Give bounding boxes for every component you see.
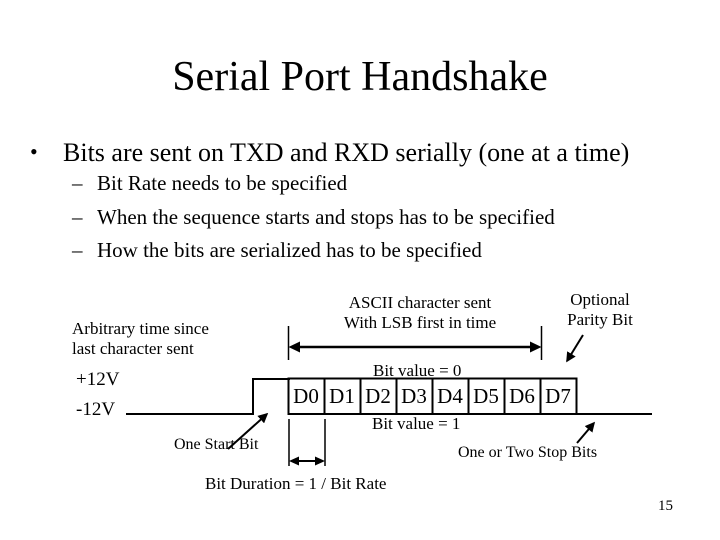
ascii-span-arrowhead-right <box>530 341 542 353</box>
dash-marker: – <box>72 238 83 262</box>
bit-cell-label-d6: D6 <box>509 384 535 408</box>
bit-cell-label-d5: D5 <box>473 384 499 408</box>
bit-duration-ticks <box>288 419 326 466</box>
bit-duration-arrowhead-right <box>315 456 325 466</box>
sub-bullet-text: When the sequence starts and stops has t… <box>97 205 555 229</box>
voltage-high-label: +12V <box>76 369 120 390</box>
bit-value-0-label: Bit value = 0 <box>373 361 462 380</box>
bit-cell-label-d0: D0 <box>293 384 319 408</box>
ascii-span-arrowhead-left <box>288 341 300 353</box>
sub-bullet-text: Bit Rate needs to be specified <box>97 171 348 195</box>
ascii-character-label-line2: With LSB first in time <box>343 313 497 332</box>
main-bullet: • Bits are sent on TXD and RXD serially (… <box>30 138 629 168</box>
optional-parity-label-line1: Optional <box>570 290 630 309</box>
bit-cell-label-d7: D7 <box>545 384 571 408</box>
bit-cell-label-d4: D4 <box>437 384 463 408</box>
voltage-low-label: -12V <box>76 399 116 420</box>
ascii-character-label-line1: ASCII character sent <box>348 293 492 312</box>
stop-bits-arrow <box>576 421 596 444</box>
arbitrary-time-label-line1: Arbitrary time since <box>72 319 209 338</box>
page-number: 15 <box>658 498 673 514</box>
arbitrary-time-label-line2: last character sent <box>72 339 194 358</box>
dash-marker: – <box>72 205 83 229</box>
bit-value-1-label: Bit value = 1 <box>372 414 461 433</box>
bit-duration-label: Bit Duration = 1 / Bit Rate <box>205 474 387 493</box>
bit-cell-label-d3: D3 <box>401 384 427 408</box>
sub-bullet-3: –How the bits are serialized has to be s… <box>72 238 482 263</box>
slide-title: Serial Port Handshake <box>172 54 548 100</box>
bullet-marker: • <box>30 139 38 164</box>
parity-bit-arrow <box>566 334 584 363</box>
signal-idle-and-start-bit-line <box>126 378 290 415</box>
bit-cell-label-d2: D2 <box>365 384 391 408</box>
optional-parity-label: Optional Parity Bit <box>548 290 652 330</box>
dash-marker: – <box>72 171 83 195</box>
optional-parity-label-line2: Parity Bit <box>567 310 633 329</box>
one-start-bit-label: One Start Bit <box>174 436 259 453</box>
sub-bullet-1: –Bit Rate needs to be specified <box>72 171 347 196</box>
main-bullet-text: Bits are sent on TXD and RXD serially (o… <box>63 138 630 167</box>
bit-duration-arrowhead-left <box>289 456 299 466</box>
bit-cell-label-d1: D1 <box>329 384 355 408</box>
sub-bullet-2: –When the sequence starts and stops has … <box>72 205 555 230</box>
sub-bullet-text: How the bits are serialized has to be sp… <box>97 238 482 262</box>
stop-bits-label: One or Two Stop Bits <box>458 444 598 461</box>
ascii-character-label: ASCII character sent With LSB first in t… <box>330 293 510 333</box>
